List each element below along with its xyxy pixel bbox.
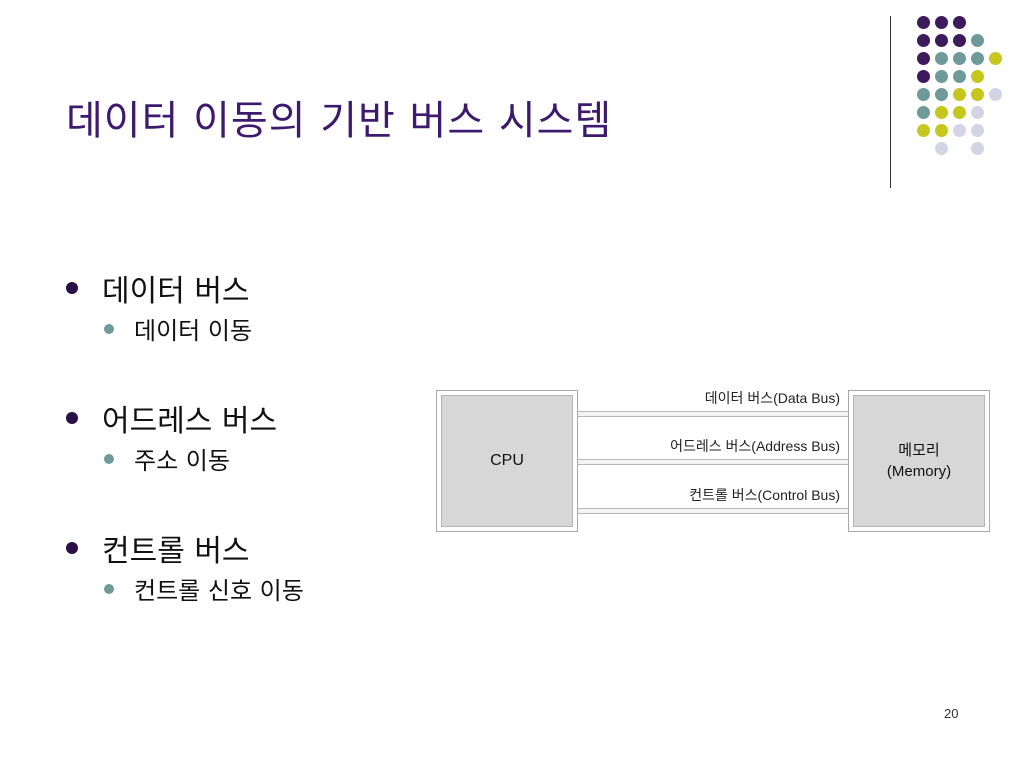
decorative-dot: [935, 106, 948, 119]
decorative-dot: [935, 70, 948, 83]
sub-bullet-dot-icon: [104, 583, 114, 594]
bullet-dot-icon: [66, 542, 78, 554]
decorative-dot: [917, 88, 930, 101]
cpu-box: CPU: [436, 390, 578, 532]
sub-bullet-dot-icon: [104, 323, 114, 334]
decorative-dot: [953, 34, 966, 47]
address-bus-line: [576, 459, 850, 465]
decorative-dot: [917, 70, 930, 83]
memory-box: 메모리 (Memory): [848, 390, 990, 532]
decorative-dot: [953, 52, 966, 65]
decorative-dot: [971, 142, 984, 155]
memory-label-english: (Memory): [886, 463, 952, 480]
decorative-dot: [935, 142, 948, 155]
title-divider-line: [890, 16, 891, 188]
decorative-dot: [971, 106, 984, 119]
bullet-item-address-bus: 어드레스 버스: [66, 396, 277, 440]
decorative-dot: [971, 52, 984, 65]
decorative-dot: [935, 34, 948, 47]
control-bus-line: [576, 508, 850, 514]
decorative-dot: [935, 88, 948, 101]
bus-diagram: 데이터 버스(Data Bus) 어드레스 버스(Address Bus) 컨트…: [436, 390, 990, 532]
decorative-dot: [953, 88, 966, 101]
address-bus-label: 어드레스 버스(Address Bus): [670, 438, 840, 454]
decorative-dot: [917, 16, 930, 29]
slide-title: 데이터 이동의 기반 버스 시스템: [66, 98, 613, 144]
decorative-dot: [989, 88, 1002, 101]
control-bus-label: 컨트롤 버스(Control Bus): [689, 487, 840, 503]
cpu-label: CPU: [490, 452, 524, 469]
memory-label: 메모리: [898, 442, 940, 459]
sub-bullet-label: 데이터 이동: [134, 317, 253, 345]
decorative-dot: [917, 52, 930, 65]
sub-bullet-label: 주소 이동: [134, 447, 230, 475]
sub-bullet-item: 데이터 이동: [104, 311, 252, 346]
decorative-dot: [971, 34, 984, 47]
data-bus-line: [576, 411, 850, 417]
decorative-dot: [953, 124, 966, 137]
bullet-label: 컨트롤 버스: [102, 534, 250, 569]
decorative-dot: [971, 124, 984, 137]
bullet-dot-icon: [66, 282, 78, 294]
decorative-dot: [971, 88, 984, 101]
bullet-dot-icon: [66, 412, 78, 424]
decorative-dot: [935, 52, 948, 65]
sub-bullet-label: 컨트롤 신호 이동: [134, 577, 304, 605]
decorative-dot: [953, 106, 966, 119]
decorative-dot: [935, 16, 948, 29]
bullet-item-data-bus: 데이터 버스: [66, 266, 250, 310]
page-number: 20: [944, 706, 959, 721]
sub-bullet-dot-icon: [104, 453, 114, 464]
decorative-dot: [953, 16, 966, 29]
bullet-item-control-bus: 컨트롤 버스: [66, 526, 250, 570]
decorative-dot: [917, 106, 930, 119]
decorative-dot: [953, 70, 966, 83]
decorative-dot: [917, 124, 930, 137]
decorative-dot: [935, 124, 948, 137]
sub-bullet-item: 컨트롤 신호 이동: [104, 571, 304, 606]
decorative-dot: [989, 52, 1002, 65]
decorative-dot: [917, 34, 930, 47]
sub-bullet-item: 주소 이동: [104, 441, 230, 476]
decorative-dot: [971, 70, 984, 83]
bullet-label: 데이터 버스: [102, 274, 250, 309]
bullet-label: 어드레스 버스: [102, 404, 278, 439]
data-bus-label: 데이터 버스(Data Bus): [704, 390, 840, 406]
